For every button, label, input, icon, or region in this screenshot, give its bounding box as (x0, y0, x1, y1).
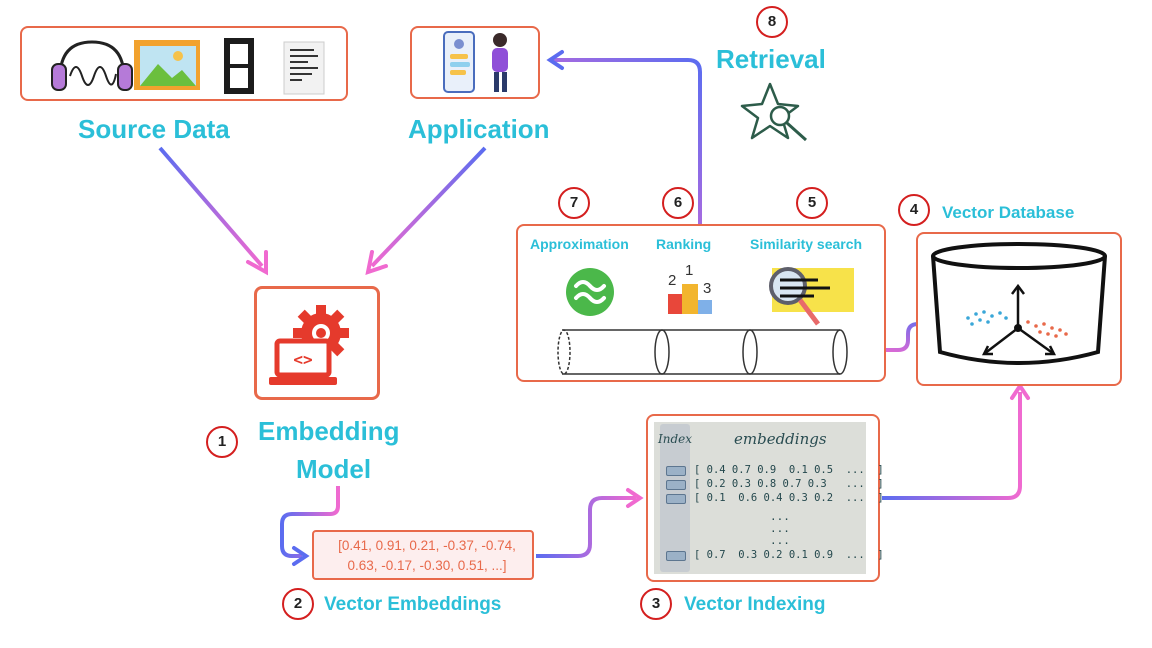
arrow-db-to-search (848, 322, 965, 352)
arrow-index-to-db (882, 392, 1022, 500)
application-title: Application (408, 114, 550, 144)
gear-laptop-icon: <> (269, 305, 349, 385)
star-search-icon (740, 82, 808, 142)
svg-text:<>: <> (293, 350, 312, 369)
podium-label-2: 2 (668, 272, 677, 289)
step-5-badge: 5 (796, 187, 828, 219)
arrow-app-to-model (370, 146, 487, 268)
index-chip (666, 480, 686, 490)
film-icon (224, 38, 254, 94)
embedding-model-box: <> (254, 286, 380, 400)
source-data-box (20, 26, 348, 101)
podium-label-3: 3 (703, 280, 712, 297)
vector-embeddings-box (312, 530, 534, 580)
vector-embeddings-values: [0.41, 0.91, 0.21, -0.37, -0.74, 0.63, -… (322, 536, 532, 576)
step-8-badge: 8 (756, 6, 788, 38)
document-icon (283, 41, 325, 95)
index-header: Index (658, 432, 693, 446)
step-3-badge: 3 (640, 588, 672, 620)
cylinder-icon (557, 329, 848, 375)
podium-label-1: 1 (685, 262, 694, 279)
podium-icon (668, 284, 712, 314)
step-7-badge: 7 (558, 187, 590, 219)
vector-line-1: [0.41, 0.91, 0.21, -0.37, -0.74, (338, 538, 516, 553)
vector-indexing-title: Vector Indexing (684, 594, 826, 615)
magnifier-icon (769, 267, 854, 326)
step-6-badge: 6 (662, 187, 694, 219)
source-data-icons (51, 38, 325, 95)
vector-line-2: 0.63, -0.17, -0.30, 0.51, ...] (347, 558, 507, 573)
index-chip (666, 494, 686, 504)
vector-database-title: Vector Database (942, 203, 1075, 222)
embedding-row: [ 0.2 0.3 0.8 0.7 0.3 ... ] (694, 478, 884, 490)
arrow-vectors-to-index (536, 496, 636, 558)
search-pipeline-box (516, 224, 886, 382)
headphones-icon (51, 40, 133, 91)
database-cylinder-icon (931, 242, 1107, 365)
index-chip (666, 466, 686, 476)
embedding-row: [ 0.7 0.3 0.2 0.1 0.9 ... ] (694, 549, 884, 561)
pipeline-graphics (557, 267, 854, 375)
source-data-title: Source Data (78, 114, 230, 144)
row-ellipsis: ... (770, 510, 790, 523)
embedding-model-title-line1: Embedding (258, 416, 400, 446)
retrieval-title: Retrieval (716, 44, 826, 74)
row-ellipsis: ... (770, 522, 790, 535)
approximation-label: Approximation (530, 236, 629, 252)
step-4-badge: 4 (898, 194, 930, 226)
vector-embeddings-title: Vector Embeddings (324, 594, 502, 615)
embedding-model-title-line2: Model (296, 454, 372, 484)
arrow-ranking-to-app (552, 58, 702, 224)
arrow-model-to-vectors (280, 486, 340, 558)
embedding-row: [ 0.4 0.7 0.9 0.1 0.5 ... ] (694, 464, 884, 476)
vector-database-box (916, 232, 1122, 386)
arrow-source-to-model (158, 146, 264, 268)
row-ellipsis: ... (770, 534, 790, 547)
approximation-icon (566, 268, 614, 316)
embeddings-header: embeddings (734, 430, 827, 448)
step-1-badge: 1 (206, 426, 238, 458)
index-chip (666, 551, 686, 561)
image-icon (134, 40, 200, 90)
embedding-row: [ 0.1 0.6 0.4 0.3 0.2 ... ] (694, 492, 884, 504)
ranking-label: Ranking (656, 236, 712, 252)
step-2-badge: 2 (282, 588, 314, 620)
similarity-search-label: Similarity search (750, 236, 863, 252)
application-box (410, 26, 540, 99)
app-user-icon (443, 31, 508, 93)
